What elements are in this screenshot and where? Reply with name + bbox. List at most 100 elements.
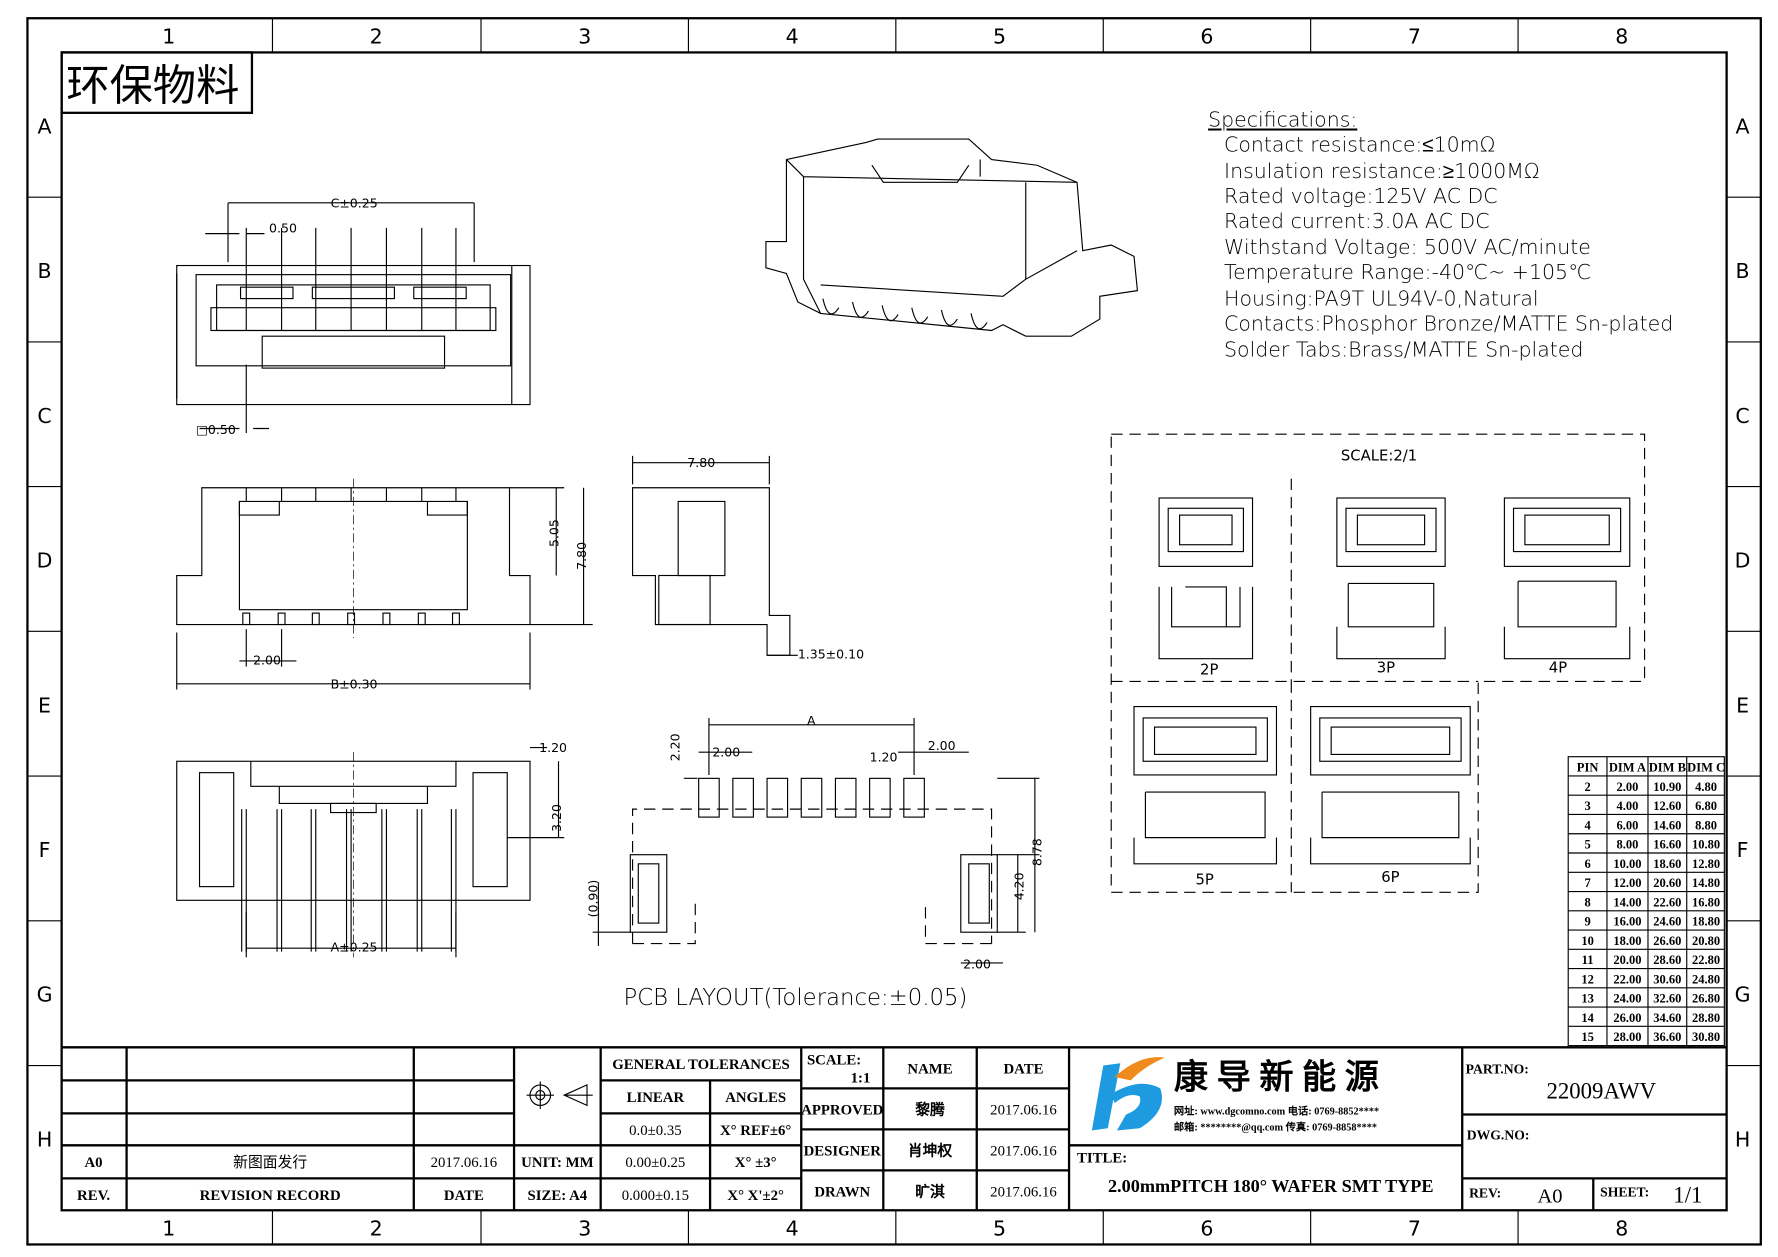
pin-table-cell: 13 [1581,992,1594,1006]
scale-views: SCALE:2/1 2P 3P 4P 5P 6P [1110,433,1646,893]
rev-value: A0 [84,1155,102,1171]
col-label: 6 [1200,24,1213,48]
angle-tol: X° ±3° [735,1155,777,1171]
col-label: 7 [1408,24,1421,48]
col-label: 7 [1408,1216,1421,1240]
pin-table-cell: 10.90 [1653,780,1681,794]
side-view [632,455,798,656]
pin-table-cell: 18.60 [1653,857,1681,871]
row-label: E [1736,693,1749,717]
revision-record-header: REVISION RECORD [200,1188,341,1204]
dim-320: 3.20 [549,804,564,832]
projection-symbol [526,1081,593,1109]
view-label-6p: 6P [1381,869,1399,886]
pin-table-cell: 6.80 [1695,799,1717,813]
pin-table-cell: 28.80 [1692,1011,1720,1025]
specs-title: Specifications: [1208,107,1357,131]
drawing-title: 2.00mmPITCH 180° WAFER SMT TYPE [1108,1176,1434,1196]
pin-table-cell: 15 [1581,1030,1594,1044]
angle-tol: X° REF±6° [720,1123,791,1139]
spec-line: Contacts:Phosphor Bronze/MATTE Sn-plated [1224,311,1673,335]
approved-date: 2017.06.16 [990,1103,1057,1119]
pin-table-cell: 4 [1584,818,1591,832]
col-label: 8 [1615,1216,1628,1240]
col-label: 2 [370,1216,383,1240]
row-label: B [1736,259,1750,283]
row-label: D [1735,549,1751,573]
spec-line: Insulation resistance:≥1000MΩ [1224,159,1540,183]
row-label: E [38,693,51,717]
pin-table-cell: 10.00 [1613,857,1641,871]
col-label: 4 [786,1216,799,1240]
pin-table-cell: 8 [1584,895,1590,909]
view-label-5p: 5P [1196,871,1214,888]
bottom-view [176,747,565,958]
specifications: Specifications: Contact resistance:≤10mΩ… [1208,107,1673,361]
pin-table-cell: 32.60 [1653,992,1681,1006]
company-name: 康 导 新 能 源 [1174,1057,1379,1096]
row-label: H [37,1127,52,1151]
unit: UNIT: MM [521,1155,593,1171]
pin-table-cell: 14.80 [1692,876,1720,890]
pin-table-cell: 16.80 [1692,895,1720,909]
pcb-dim-a: A [807,713,816,728]
sheet-label: SHEET: [1600,1185,1649,1200]
drawn-date: 2017.06.16 [990,1185,1057,1201]
pin-table-cell: 24.00 [1613,992,1641,1006]
dim-height-780: 7.80 [574,542,589,570]
pin-table-header: DIM A [1609,761,1646,775]
pin-table-cell: 4.80 [1695,780,1717,794]
col-label: 1 [162,24,175,48]
pcb-layout [592,717,1040,964]
row-label: D [37,549,53,573]
view-label-3p: 3P [1377,659,1395,676]
scale-value: 1:1 [851,1071,871,1087]
dim-tab-thickness: 1.35±0.10 [798,647,864,662]
pcb-dim-200-bottom: 2.00 [963,957,991,972]
row-label: G [37,983,53,1007]
pcb-dim-090: (0.90) [585,880,600,918]
spec-line: Solder Tabs:Brass/MATTE Sn-plated [1224,338,1583,362]
angle-tol: X° X'±2° [727,1188,784,1204]
dim-pin-square: □0.50 [196,422,236,437]
company-logo [1091,1057,1165,1131]
dim-c: C±0.25 [331,195,378,210]
dim-120: 1.20 [539,740,567,755]
pin-table-cell: 10.80 [1692,838,1720,852]
front-view [176,478,593,690]
row-label: A [1736,114,1750,138]
pin-table-cell: 12 [1581,972,1594,986]
role-drawn: DRAWN [814,1185,870,1201]
dim-b: B±0.30 [331,676,378,691]
row-label: B [38,259,52,283]
pin-table-cell: 14 [1581,1011,1594,1025]
rev-record: 新图面发行 [233,1154,307,1171]
angles-header: ANGLES [725,1090,786,1106]
rev: A0 [1537,1185,1562,1207]
row-label: A [38,114,52,138]
pin-table-cell: 20.60 [1653,876,1681,890]
pin-table-cell: 22.60 [1653,895,1681,909]
pin-table-cell: 18.80 [1692,915,1720,929]
col-label: 4 [786,24,799,48]
pcb-dim-420: 4.20 [1011,872,1026,900]
row-label: F [1737,838,1749,862]
col-label: 6 [1200,1216,1213,1240]
dim-height-505: 5.05 [547,519,562,547]
pin-table-cell: 12.80 [1692,857,1720,871]
col-label: 8 [1615,24,1628,48]
pin-table-cell: 2.00 [1617,780,1639,794]
pin-table-header: DIM C [1687,761,1725,775]
pcb-dim-120: 1.20 [870,749,898,764]
col-label: 1 [162,1216,175,1240]
dwg-no-label: DWG.NO: [1467,1128,1530,1143]
linear-tol: 0.000±0.15 [622,1188,689,1204]
scale-label: SCALE: [807,1052,861,1068]
col-label: 2 [370,24,383,48]
pin-table-cell: 2 [1584,780,1590,794]
isometric-view [765,138,1139,337]
rev-label: REV: [1469,1186,1501,1201]
linear-tol: 0.00±0.25 [625,1155,685,1171]
pin-table-cell: 36.60 [1653,1030,1681,1044]
